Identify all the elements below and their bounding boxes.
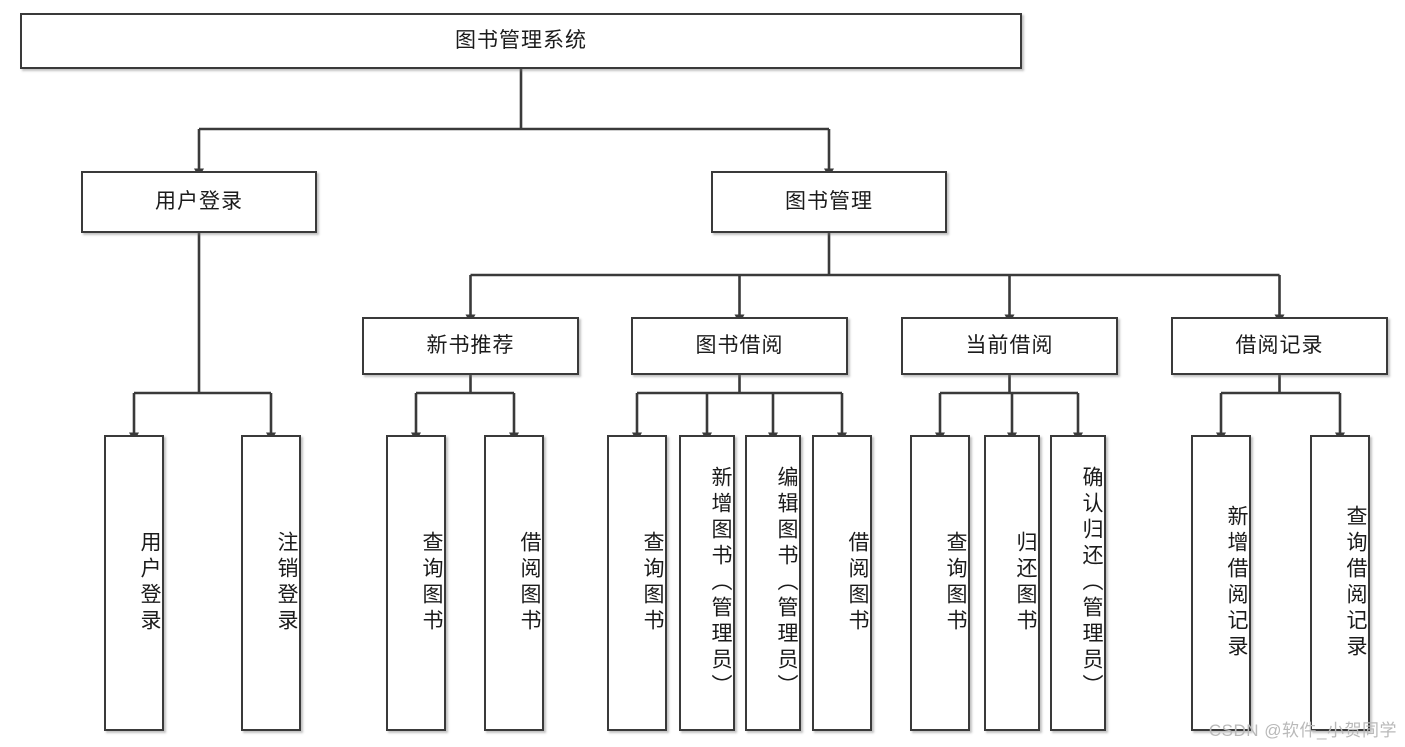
node-borrow-record[interactable]: 借阅记录 xyxy=(1171,317,1388,375)
node-book-management[interactable]: 图书管理 xyxy=(711,171,947,233)
node-leaf-user-login-label: 用户登录 xyxy=(138,531,161,635)
node-leaf-add-borrow-record[interactable]: 新增借阅记录 xyxy=(1191,435,1251,731)
node-leaf-query-book-borrow[interactable]: 查询图书 xyxy=(607,435,667,731)
node-leaf-borrow-book-label: 借阅图书 xyxy=(846,531,869,635)
node-leaf-query-book-borrow-label: 查询图书 xyxy=(641,531,664,635)
node-root-label: 图书管理系统 xyxy=(455,29,587,53)
node-leaf-add-book-admin-label: 新增图书（管理员） xyxy=(709,466,732,700)
node-leaf-confirm-return-admin[interactable]: 确认归还（管理员） xyxy=(1050,435,1106,731)
node-leaf-logout[interactable]: 注销登录 xyxy=(241,435,301,731)
node-leaf-return-book-label: 归还图书 xyxy=(1014,531,1037,635)
node-leaf-query-book-current[interactable]: 查询图书 xyxy=(910,435,970,731)
node-book-borrow[interactable]: 图书借阅 xyxy=(631,317,848,375)
node-leaf-borrow-book[interactable]: 借阅图书 xyxy=(812,435,872,731)
node-user-login[interactable]: 用户登录 xyxy=(81,171,317,233)
node-leaf-user-login[interactable]: 用户登录 xyxy=(104,435,164,731)
node-borrow-record-label: 借阅记录 xyxy=(1235,334,1324,358)
node-book-borrow-label: 图书借阅 xyxy=(695,334,784,358)
node-book-management-label: 图书管理 xyxy=(785,190,873,214)
node-leaf-query-borrow-record-label: 查询借阅记录 xyxy=(1344,505,1367,661)
node-leaf-confirm-return-admin-label: 确认归还（管理员） xyxy=(1080,466,1103,700)
node-leaf-query-book-recommend-label: 查询图书 xyxy=(420,531,443,635)
node-leaf-query-book-recommend[interactable]: 查询图书 xyxy=(386,435,446,731)
node-current-borrow-label: 当前借阅 xyxy=(965,334,1054,358)
node-leaf-return-book[interactable]: 归还图书 xyxy=(984,435,1040,731)
watermark: CSDN @软件_小贺同学 xyxy=(1208,721,1397,740)
node-new-book-recommend-label: 新书推荐 xyxy=(426,334,515,358)
node-leaf-query-book-current-label: 查询图书 xyxy=(944,531,967,635)
node-leaf-query-borrow-record[interactable]: 查询借阅记录 xyxy=(1310,435,1370,731)
node-leaf-edit-book-admin-label: 编辑图书（管理员） xyxy=(775,466,798,700)
node-user-login-label: 用户登录 xyxy=(155,190,243,214)
node-leaf-borrow-book-recommend-label: 借阅图书 xyxy=(518,531,541,635)
node-root[interactable]: 图书管理系统 xyxy=(20,13,1022,69)
node-new-book-recommend[interactable]: 新书推荐 xyxy=(362,317,579,375)
node-leaf-add-book-admin[interactable]: 新增图书（管理员） xyxy=(679,435,735,731)
node-current-borrow[interactable]: 当前借阅 xyxy=(901,317,1118,375)
node-leaf-edit-book-admin[interactable]: 编辑图书（管理员） xyxy=(745,435,801,731)
node-leaf-logout-label: 注销登录 xyxy=(275,531,298,635)
node-leaf-add-borrow-record-label: 新增借阅记录 xyxy=(1225,505,1248,661)
node-leaf-borrow-book-recommend[interactable]: 借阅图书 xyxy=(484,435,544,731)
